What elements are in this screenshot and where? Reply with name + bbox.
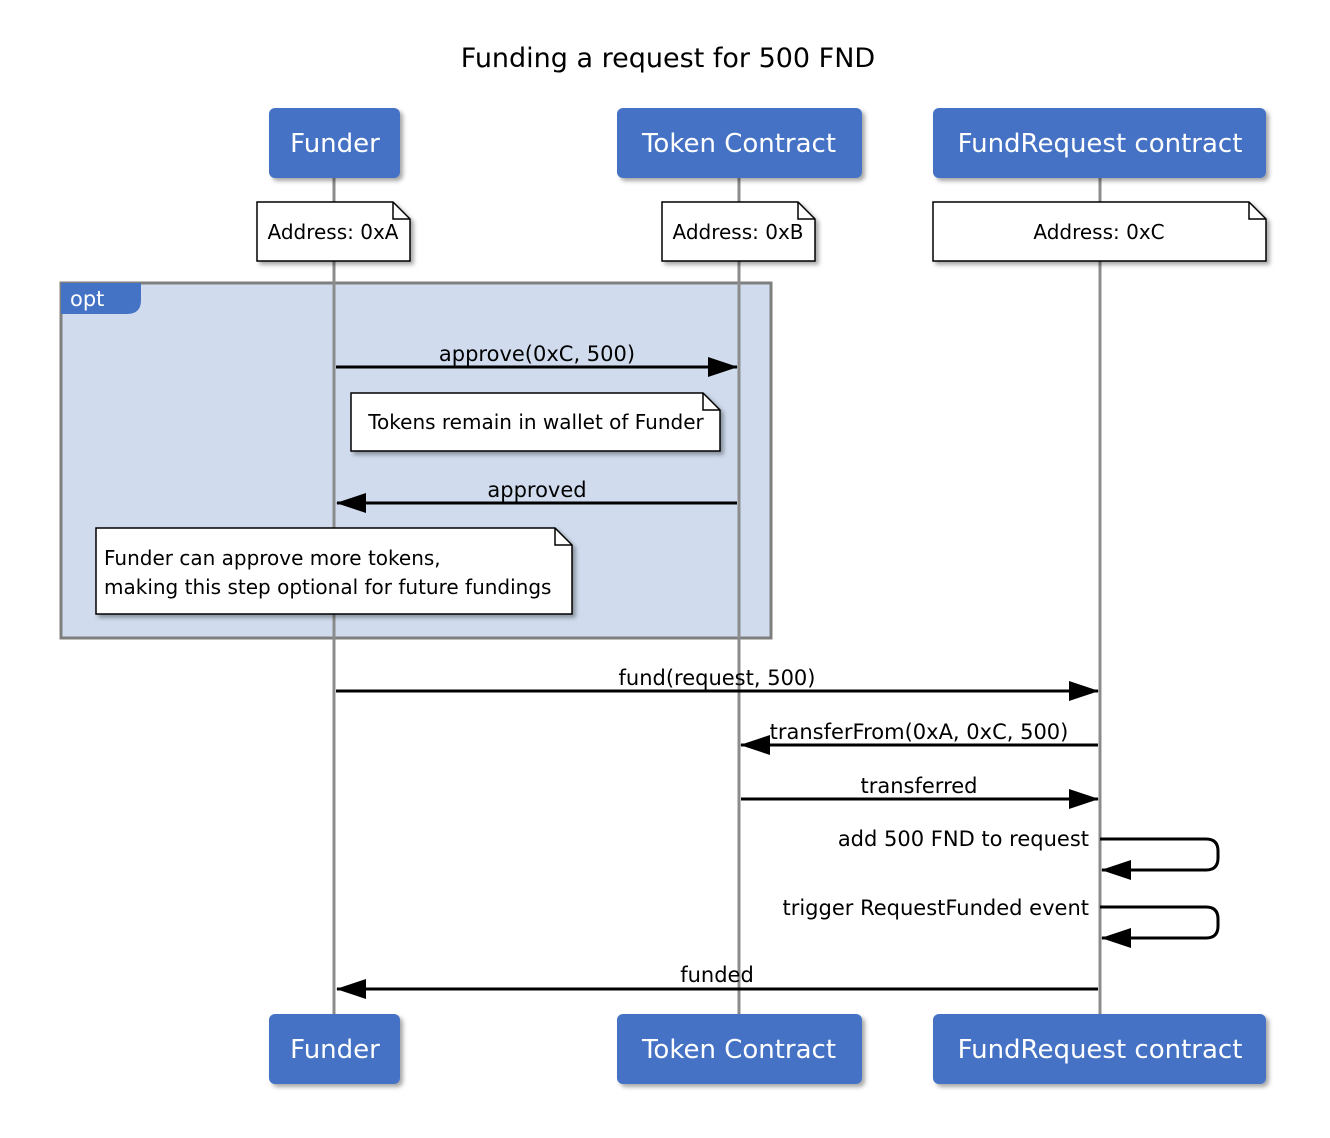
message-approved: approved: [336, 478, 737, 513]
message-transferred: transferred: [741, 774, 1099, 809]
actor-token-contract-top: Token Contract: [617, 108, 862, 178]
actor-box: [933, 108, 1266, 178]
message-transfer-from: transferFrom(0xA, 0xC, 500): [740, 720, 1098, 755]
diagram-title: Funding a request for 500 FND: [461, 43, 875, 74]
note-shape: [661, 201, 816, 262]
note-tokens-remain: Tokens remain in wallet of Funder: [350, 392, 721, 452]
note-fold: [797, 202, 815, 220]
note-fold: [392, 202, 410, 220]
note-text: Tokens remain in wallet of Funder: [367, 410, 704, 434]
actor-token-contract-bottom: Token Contract: [617, 1014, 862, 1084]
note-fold: [1248, 202, 1266, 220]
note-address-token-contract: Address: 0xB: [661, 201, 816, 262]
note-fold: [702, 393, 720, 411]
note-text-line2: making this step optional for future fun…: [104, 575, 551, 599]
actor-box: [617, 108, 862, 178]
note-text: Address: 0xA: [268, 220, 399, 244]
actor-label: FundRequest contract: [958, 1035, 1243, 1065]
note-shape: [350, 392, 721, 452]
note-shape: [256, 201, 411, 262]
message-label: transferred: [861, 774, 978, 798]
message-funded: funded: [336, 963, 1098, 999]
actor-fundrequest-contract-top: FundRequest contract: [933, 108, 1266, 178]
message-add-fnd: add 500 FND to request: [838, 827, 1220, 880]
message-label: funded: [680, 963, 754, 987]
actor-label: Token Contract: [641, 1035, 836, 1065]
note-address-funder: Address: 0xA: [256, 201, 411, 262]
actor-label: Token Contract: [641, 129, 836, 159]
message-fund: fund(request, 500): [336, 666, 1099, 701]
actor-label: Funder: [290, 129, 380, 159]
message-label: approved: [487, 478, 586, 502]
actor-box: [933, 1014, 1266, 1084]
message-trigger-event: trigger RequestFunded event: [782, 896, 1220, 948]
actor-box: [617, 1014, 862, 1084]
note-text: Address: 0xB: [672, 220, 803, 244]
note-approve-more: Funder can approve more tokens, making t…: [95, 527, 573, 615]
message-arrow: [1100, 837, 1220, 880]
opt-fragment-tab: [61, 283, 141, 314]
actor-box: [269, 108, 400, 178]
message-approve: approve(0xC, 500): [336, 342, 738, 377]
note-address-fundrequest-contract: Address: 0xC: [932, 201, 1267, 262]
message-label: transferFrom(0xA, 0xC, 500): [770, 720, 1069, 744]
actor-label: FundRequest contract: [958, 129, 1243, 159]
actor-fundrequest-contract-bottom: FundRequest contract: [933, 1014, 1266, 1084]
note-text: Address: 0xC: [1033, 220, 1164, 244]
opt-fragment-label: opt: [70, 287, 104, 311]
message-label: fund(request, 500): [619, 666, 816, 690]
message-label: approve(0xC, 500): [439, 342, 635, 366]
message-label: add 500 FND to request: [838, 827, 1089, 851]
note-text-line1: Funder can approve more tokens,: [104, 546, 441, 570]
actor-label: Funder: [290, 1035, 380, 1065]
note-fold: [554, 528, 572, 546]
note-shape: [95, 527, 573, 615]
message-arrow: [1100, 905, 1220, 948]
actor-box: [269, 1014, 400, 1084]
message-label: trigger RequestFunded event: [782, 896, 1089, 920]
actor-funder-top: Funder: [269, 108, 400, 178]
actor-funder-bottom: Funder: [269, 1014, 400, 1084]
note-shape: [932, 201, 1267, 262]
